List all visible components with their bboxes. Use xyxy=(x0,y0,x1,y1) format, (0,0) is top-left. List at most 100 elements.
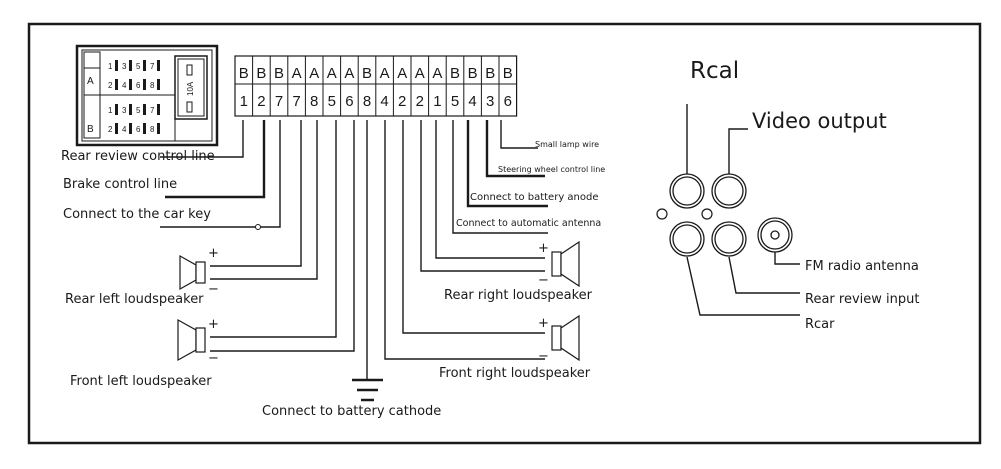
label-battery-anode: Connect to battery anode xyxy=(470,192,599,203)
iso-pin-contact xyxy=(143,123,146,134)
rear-right-minus: − xyxy=(538,273,549,288)
iso-pin-number: 6 xyxy=(136,125,141,134)
label-battery-cathode: Connect to battery cathode xyxy=(262,404,441,419)
iso-pin-contact xyxy=(115,60,118,71)
rear-left-minus: − xyxy=(208,282,219,297)
pin-number-label: 2 xyxy=(416,93,424,110)
front-right-speaker-icon xyxy=(551,314,580,362)
iso-pin-contact xyxy=(157,60,160,71)
iso-pin-contact xyxy=(115,79,118,90)
iso-pin-number: 1 xyxy=(108,106,113,115)
front-left-minus: − xyxy=(208,351,219,366)
rcar-jack-icon xyxy=(669,221,705,257)
iso-pin-number: 2 xyxy=(108,125,113,134)
iso-pin-contact xyxy=(143,60,146,71)
iso-pin-contact xyxy=(129,104,132,115)
label-front-right-speaker: Front right loudspeaker xyxy=(439,366,591,381)
rear-right-speaker-icon xyxy=(551,240,580,288)
iso-pin-number: 4 xyxy=(122,125,127,134)
label-car-key: Connect to the car key xyxy=(63,207,211,222)
label-steering-wheel: Steering wheel control line xyxy=(498,165,605,174)
iso-pin-contact xyxy=(115,104,118,115)
ground-icon xyxy=(352,378,383,402)
rear-left-plus: + xyxy=(208,246,219,261)
wires-left xyxy=(160,120,368,380)
pin-number-label: 1 xyxy=(433,93,441,110)
pin-group-label: A xyxy=(380,65,390,82)
front-left-speaker-icon xyxy=(177,318,206,362)
pin-group-label: A xyxy=(415,65,425,82)
front-left-plus: + xyxy=(208,317,219,332)
pin-number-label: 7 xyxy=(275,93,283,110)
rear-review-input-jack-icon xyxy=(711,221,747,257)
iso-pin-number: 7 xyxy=(150,106,155,115)
iso-pin-contact xyxy=(115,123,118,134)
iso-pin-contact xyxy=(143,104,146,115)
pin-group-label: B xyxy=(362,65,372,82)
label-rear-review-input: Rear review input xyxy=(805,292,919,307)
rca-panel xyxy=(656,104,800,316)
led-indicator-icon xyxy=(656,208,668,220)
pin-group-label: A xyxy=(292,65,302,82)
pin-group-label: A xyxy=(309,65,319,82)
label-rcar: Rcar xyxy=(805,317,835,332)
pin-number-label: 6 xyxy=(504,93,512,110)
iso-pin-number: 5 xyxy=(136,106,141,115)
pin-group-label: B xyxy=(256,65,266,82)
iso-pin-contact xyxy=(129,60,132,71)
fuse-label: 10A xyxy=(186,81,195,96)
iso-pin-number: 1 xyxy=(108,62,113,71)
iso-pin-number: 3 xyxy=(122,106,127,115)
label-auto-antenna: Connect to automatic antenna xyxy=(456,218,601,229)
pin-group-label: B xyxy=(503,65,513,82)
pin-number-label: 8 xyxy=(363,93,371,110)
row-b-label: B xyxy=(87,124,94,135)
pin-group-label: B xyxy=(450,65,460,82)
iso-pin-number: 3 xyxy=(122,62,127,71)
label-video-output: Video output xyxy=(752,109,887,133)
rear-right-plus: + xyxy=(538,241,549,256)
iso-pin-number: 8 xyxy=(150,81,155,90)
iso-pin-number: 6 xyxy=(136,81,141,90)
rear-left-speaker-icon xyxy=(179,254,206,291)
pin-group-label: B xyxy=(468,65,478,82)
led-indicator-icon xyxy=(701,208,713,220)
label-front-left-speaker: Front left loudspeaker xyxy=(70,374,212,389)
iso-pin-contact xyxy=(157,104,160,115)
pin-number-label: 1 xyxy=(240,93,248,110)
iso-pin-number: 2 xyxy=(108,81,113,90)
pin-group-label: B xyxy=(274,65,284,82)
label-rear-review-control: Rear review control line xyxy=(61,149,215,164)
label-rear-right-speaker: Rear right loudspeaker xyxy=(444,288,593,303)
iso-pin-number: 8 xyxy=(150,125,155,134)
pin-group-label: A xyxy=(327,65,337,82)
pin-number-label: 4 xyxy=(468,93,476,110)
label-rcal: Rcal xyxy=(690,58,739,84)
pin-number-label: 7 xyxy=(292,93,300,110)
pin-group-label: A xyxy=(432,65,442,82)
iso-pin-contact xyxy=(157,123,160,134)
front-right-plus: + xyxy=(538,316,549,331)
front-right-minus: − xyxy=(538,349,549,364)
iso-pin-contact xyxy=(129,123,132,134)
pin-group-label: A xyxy=(397,65,407,82)
pin-number-label: 5 xyxy=(451,93,459,110)
pin-group-label: A xyxy=(344,65,354,82)
diagram-frame xyxy=(27,22,982,445)
pin-number-label: 8 xyxy=(310,93,318,110)
video-output-jack-icon xyxy=(711,173,747,209)
pin-group-label: B xyxy=(485,65,495,82)
pin-number-label: 5 xyxy=(328,93,336,110)
iso-pin-contact xyxy=(129,79,132,90)
iso-pin-contact xyxy=(143,79,146,90)
row-a-label: A xyxy=(87,76,94,87)
pin-number-label: 2 xyxy=(398,93,406,110)
iso-pin-contact xyxy=(157,79,160,90)
wires-right xyxy=(384,120,548,360)
rcal-jack-icon xyxy=(669,173,705,209)
iso-pin-number: 7 xyxy=(150,62,155,71)
pin-number-label: 4 xyxy=(380,93,388,110)
